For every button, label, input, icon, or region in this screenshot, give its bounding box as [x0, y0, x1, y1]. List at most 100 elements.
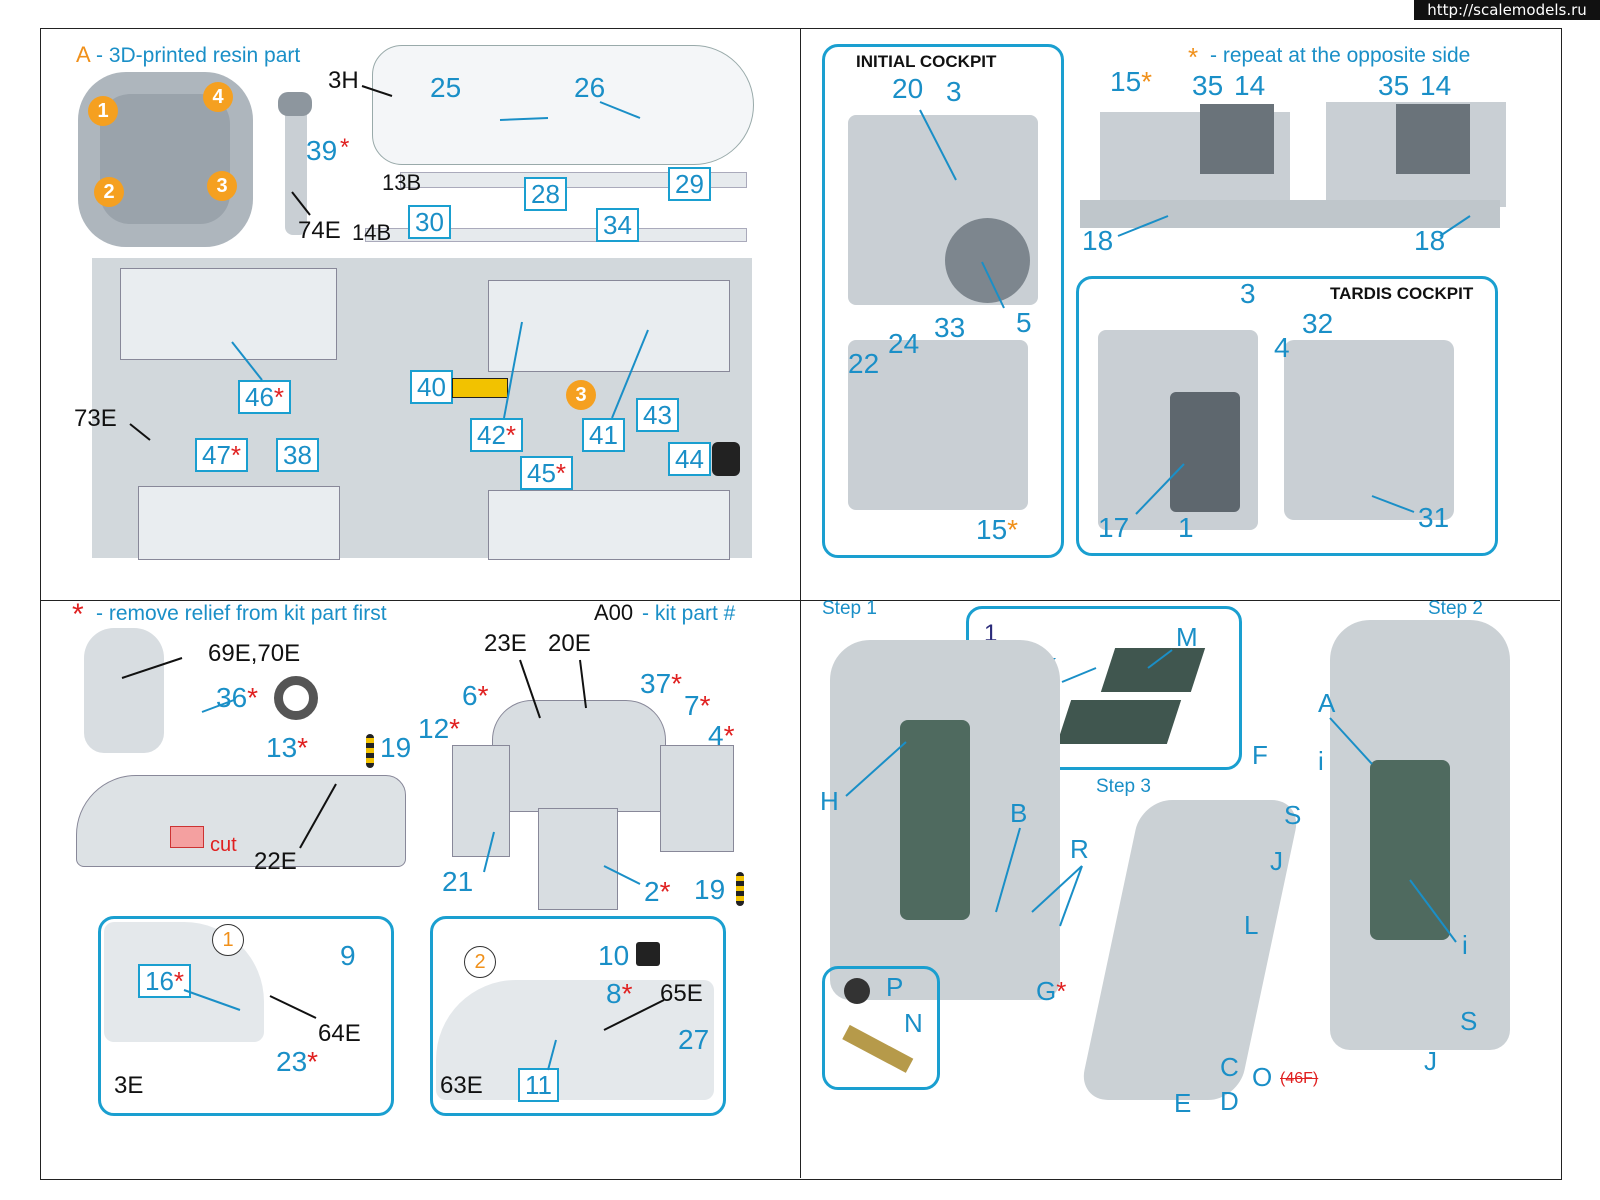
- box-45: 45*: [520, 456, 574, 490]
- label-3a: 3: [946, 76, 962, 107]
- leader-22e: [299, 783, 337, 849]
- label-63e: 63E: [440, 1072, 483, 1099]
- label-14b: 14B: [352, 220, 392, 245]
- side-console-left-lower: [138, 486, 340, 560]
- label-69e-70e: 69E,70E: [208, 640, 301, 667]
- leader-36: [201, 699, 235, 713]
- control-stick-image: [285, 105, 307, 235]
- label-25: 25: [430, 72, 462, 103]
- label-23e: 23E: [484, 630, 527, 657]
- label-19b: 19: [694, 874, 726, 905]
- label-m: M: [1176, 622, 1198, 652]
- resin-part-3: 3: [207, 171, 237, 201]
- leader-i: [1409, 879, 1457, 943]
- label-65e: 65E: [660, 980, 703, 1007]
- label-f: F: [1252, 740, 1268, 770]
- box-16: 16*: [138, 964, 192, 998]
- leader-17: [1135, 463, 1185, 515]
- part-40-swatch: [452, 378, 508, 398]
- star-15a: *: [1141, 66, 1153, 97]
- star-6: *: [477, 680, 489, 711]
- label-2-text: 2: [644, 876, 660, 907]
- box-28: 28: [524, 177, 567, 211]
- stick-grip-image: [278, 92, 312, 116]
- repeat-legend-text: - repeat at the opposite side: [1210, 44, 1471, 67]
- part-44-swatch: [712, 442, 740, 476]
- label-13b: 13B: [382, 170, 422, 195]
- label-i-2: i: [1462, 930, 1468, 960]
- label-14a: 14: [1234, 70, 1266, 101]
- label-36-text: 36: [216, 682, 248, 713]
- star-23: *: [307, 1046, 319, 1077]
- label-4: 4: [1274, 332, 1290, 363]
- radar-scope-image: [945, 218, 1030, 303]
- front-instrument-panel-image: [492, 700, 666, 812]
- leader-h: [845, 741, 907, 797]
- leader-69e: [121, 657, 183, 679]
- label-21: 21: [442, 866, 474, 897]
- label-s-1: S: [1284, 800, 1302, 830]
- panel-2-image: [538, 808, 618, 910]
- label-10: 10: [598, 940, 630, 971]
- panel-12-image: [452, 745, 510, 857]
- label-27: 27: [678, 1024, 710, 1055]
- label-6: 6*: [462, 680, 488, 712]
- leader-18a: [1117, 215, 1169, 237]
- star-8: *: [621, 978, 633, 1009]
- tardis-cockpit-frame: [1076, 276, 1498, 556]
- leader-41: [611, 329, 649, 419]
- label-7: 7*: [684, 690, 710, 722]
- star-12: *: [449, 713, 461, 744]
- box-30: 30: [408, 205, 451, 239]
- label-8: 8*: [606, 978, 632, 1010]
- label-31: 31: [1418, 502, 1450, 533]
- label-64e: 64E: [318, 1020, 361, 1047]
- leader-r1: [1031, 865, 1083, 913]
- leader-26: [599, 101, 641, 119]
- vertical-divider: [800, 28, 801, 1178]
- display-left-screen: [1200, 104, 1274, 174]
- label-o: O: [1252, 1062, 1273, 1092]
- strap-19a-swatch: [366, 734, 374, 768]
- box-34: 34: [596, 208, 639, 242]
- label-18a: 18: [1082, 225, 1114, 256]
- star-45: *: [555, 458, 567, 488]
- leader-k: [1061, 667, 1097, 683]
- seat-step2-cushion: [1370, 760, 1450, 940]
- tardis-console-image: [1284, 340, 1454, 520]
- label-15b-text: 15: [976, 514, 1008, 545]
- step-1-label: Step 1: [822, 598, 877, 619]
- initial-cockpit-frame: [822, 44, 1064, 558]
- box-11: 11: [518, 1068, 559, 1102]
- star-7: *: [699, 690, 711, 721]
- label-23: 23*: [276, 1046, 318, 1078]
- star-39: *: [340, 134, 350, 161]
- label-o-note: (46F): [1280, 1070, 1319, 1087]
- strap-19b-swatch: [736, 872, 744, 906]
- leader-a: [1329, 717, 1373, 765]
- label-37: 37*: [640, 668, 682, 700]
- label-74e: 74E: [298, 217, 341, 244]
- label-22e: 22E: [254, 848, 297, 875]
- label-r: R: [1070, 834, 1089, 864]
- resin-sprue-inner: [100, 94, 230, 224]
- leader-r2: [1059, 865, 1083, 927]
- leader-31: [1371, 495, 1415, 513]
- label-3h: 3H: [328, 67, 359, 94]
- watermark: http://scalemodels.ru: [1414, 0, 1600, 20]
- legend-a-letter: A: [76, 42, 91, 67]
- resin-part-2: 2: [94, 177, 124, 207]
- leader-20: [919, 109, 957, 181]
- box-45-text: 45: [527, 458, 556, 488]
- label-4-star: 4*: [708, 720, 734, 752]
- side-console-right-upper: [488, 280, 730, 372]
- star-15b: *: [1007, 514, 1019, 545]
- label-3e: 3E: [114, 1072, 144, 1099]
- cut-label: cut: [210, 834, 237, 856]
- label-19a: 19: [380, 732, 412, 763]
- label-b: B: [1010, 798, 1028, 828]
- main-panel-13-image: [76, 775, 406, 867]
- gauge-10-swatch: [636, 942, 660, 966]
- label-c: C: [1220, 1052, 1239, 1082]
- leader-23e: [519, 659, 541, 719]
